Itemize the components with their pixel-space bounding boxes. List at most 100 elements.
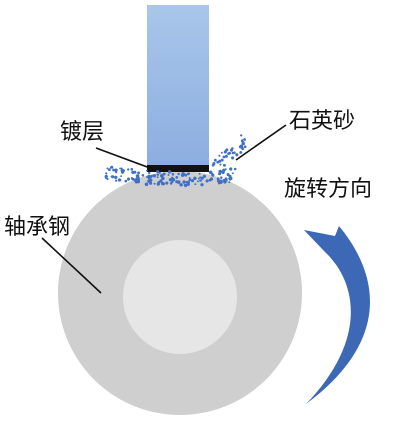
sand-particle bbox=[218, 159, 222, 163]
sand-particle bbox=[162, 172, 166, 176]
sand-particle bbox=[162, 182, 166, 186]
sand-particle bbox=[184, 173, 188, 177]
sand-particle bbox=[158, 171, 161, 174]
wheel-hub bbox=[123, 240, 237, 354]
sand-particle bbox=[231, 172, 234, 175]
sand-particle bbox=[228, 174, 232, 178]
sand-particle bbox=[239, 144, 244, 148]
sand-particle bbox=[224, 178, 228, 182]
sand-particle bbox=[219, 163, 222, 166]
sand-particle bbox=[220, 158, 224, 162]
sand-particle bbox=[233, 167, 237, 171]
sand-particle bbox=[126, 177, 131, 181]
sand-particle bbox=[114, 168, 118, 173]
sand-particle bbox=[136, 180, 141, 184]
sand-particle bbox=[153, 182, 156, 185]
sand-particle bbox=[188, 176, 191, 179]
sand-particle bbox=[222, 168, 226, 172]
sand-particle bbox=[205, 179, 209, 183]
sand-particle bbox=[188, 172, 191, 175]
sand-particle bbox=[229, 177, 233, 180]
sand-particle bbox=[146, 175, 149, 179]
sand-particle bbox=[149, 181, 153, 185]
coating-layer bbox=[147, 165, 209, 172]
rotation-direction-label: 旋转方向 bbox=[284, 177, 372, 202]
coating-label: 镀层 bbox=[60, 120, 104, 145]
sand-particle bbox=[197, 180, 199, 183]
sand-particle bbox=[124, 179, 128, 183]
sand-particle bbox=[182, 172, 185, 175]
sand-particle bbox=[144, 182, 149, 187]
sand-particle bbox=[172, 178, 176, 182]
coating-leader-line bbox=[95, 147, 151, 169]
sand-particle bbox=[115, 179, 118, 182]
sand-particle bbox=[168, 178, 172, 182]
sand-particle bbox=[188, 178, 192, 182]
sand-particle bbox=[200, 183, 204, 187]
sand-particle bbox=[194, 183, 197, 186]
sand-particle bbox=[209, 177, 214, 181]
sand-particle bbox=[224, 168, 227, 171]
sand-particle bbox=[119, 167, 122, 170]
sand-particle bbox=[171, 173, 175, 176]
sand-particle bbox=[197, 177, 200, 180]
sand-particle bbox=[104, 174, 108, 179]
sand-particle bbox=[186, 182, 189, 185]
sand-particle bbox=[198, 172, 201, 175]
sand-particle bbox=[240, 134, 243, 137]
sand-particle bbox=[127, 168, 130, 171]
sand-particle bbox=[216, 160, 220, 164]
sand-particle bbox=[120, 175, 123, 178]
sand-particle bbox=[167, 170, 172, 174]
sand-particle bbox=[156, 170, 160, 174]
sand-particle bbox=[106, 167, 109, 170]
sand-particle bbox=[108, 168, 111, 171]
test-sample-block bbox=[147, 5, 209, 167]
sand-particle bbox=[202, 174, 206, 178]
sand-particle bbox=[150, 174, 154, 177]
sand-particle bbox=[130, 167, 134, 171]
sand-particle bbox=[105, 172, 108, 175]
sand-particle bbox=[193, 176, 197, 181]
sand-particle bbox=[213, 158, 217, 162]
quartz-sand-particles bbox=[104, 134, 247, 188]
sand-particle bbox=[225, 148, 228, 152]
sand-particle bbox=[229, 167, 233, 171]
sand-particle bbox=[235, 153, 239, 157]
sand-particle bbox=[231, 156, 235, 160]
sand-particle bbox=[178, 180, 181, 183]
sand-particle bbox=[165, 181, 169, 185]
sand-particle bbox=[217, 179, 221, 183]
sand-particle bbox=[175, 176, 179, 179]
sand-particle bbox=[110, 165, 114, 169]
sand-particle bbox=[156, 176, 159, 179]
sand-particle bbox=[182, 180, 186, 184]
sand-particle bbox=[184, 183, 188, 188]
sand-particle bbox=[120, 167, 123, 170]
sand-particle bbox=[230, 147, 234, 150]
sand-particle bbox=[131, 170, 135, 175]
sand-particle bbox=[141, 174, 145, 177]
sand-particle bbox=[171, 180, 174, 183]
sand-particle bbox=[179, 183, 183, 187]
sand-particle bbox=[243, 145, 247, 149]
sand-particle bbox=[121, 170, 125, 174]
sand-particle bbox=[200, 176, 204, 180]
sand-particle bbox=[180, 173, 185, 177]
sand-particle bbox=[190, 179, 195, 183]
sand-particle bbox=[222, 163, 226, 167]
sand-particle bbox=[220, 151, 223, 154]
sand-particle bbox=[219, 179, 223, 184]
bearing-steel-label: 轴承钢 bbox=[4, 215, 70, 240]
sand-particle bbox=[145, 169, 148, 172]
sand-particle bbox=[239, 150, 243, 154]
sand-particle bbox=[161, 176, 164, 179]
sand-particle bbox=[217, 182, 221, 185]
sand-particle bbox=[241, 147, 245, 150]
sand-particle bbox=[177, 172, 180, 176]
sand-particle bbox=[218, 154, 221, 157]
quartz-sand-leader-line bbox=[235, 124, 287, 161]
sand-particle bbox=[148, 171, 151, 175]
rotation-arrow-icon bbox=[304, 226, 370, 404]
